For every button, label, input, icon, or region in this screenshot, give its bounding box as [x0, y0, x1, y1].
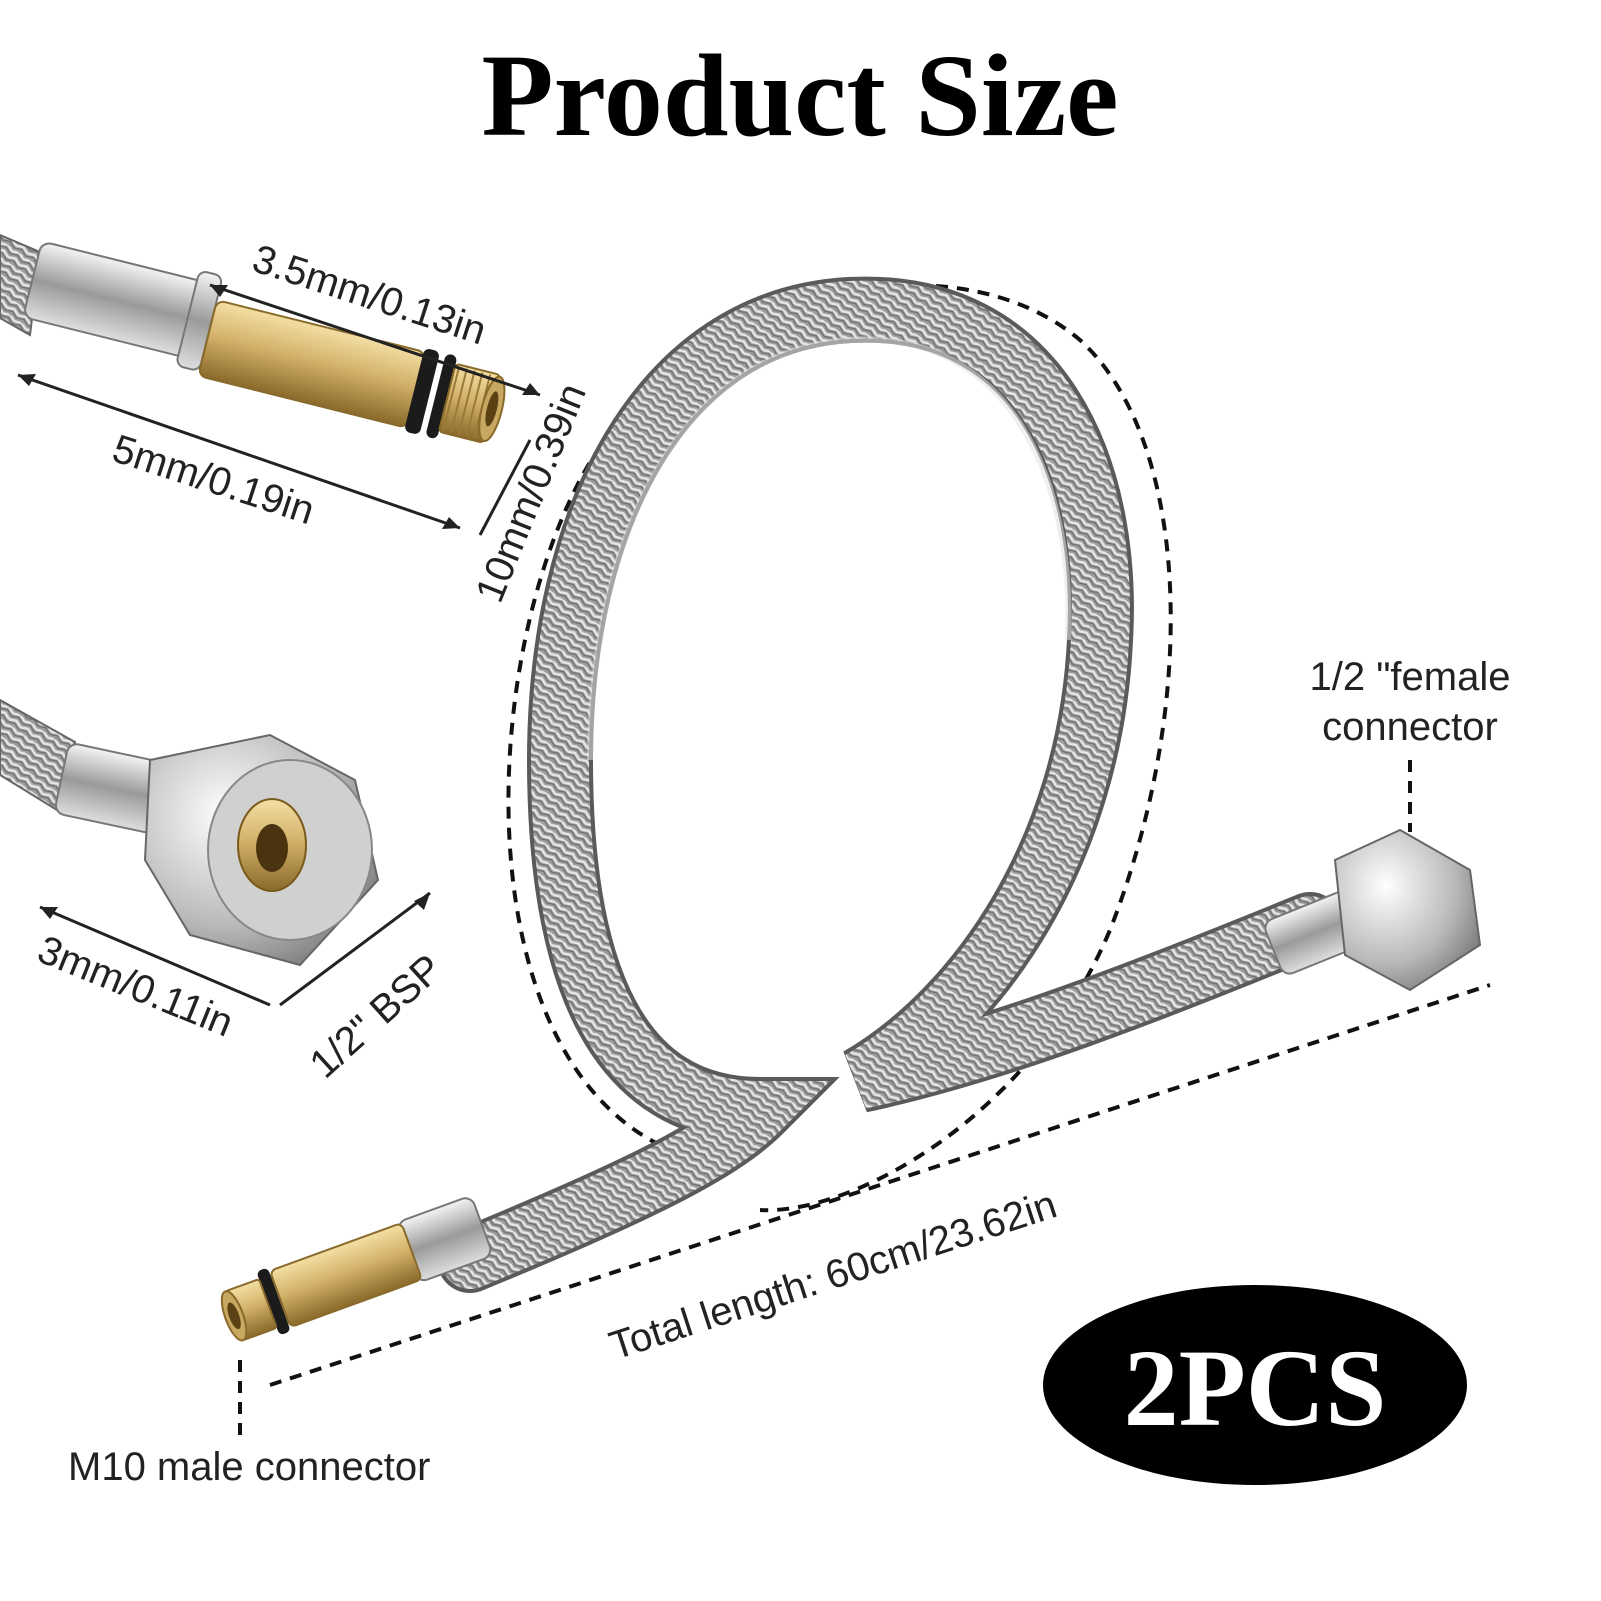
female-connector-closeup: 3mm/0.11in 1/2" BSP: [0, 698, 451, 1087]
dimension-line-thread: [279, 891, 431, 1007]
page-title: Product Size: [482, 30, 1119, 161]
arrow-head: [18, 374, 36, 386]
arrow-head: [414, 893, 430, 910]
dimension-line-depth: [39, 905, 271, 1007]
total-length-label: Total length: 60cm/23.62in: [604, 1182, 1062, 1368]
female-connector-label-line2: connector: [1322, 705, 1498, 749]
main-hex-nut: [1333, 828, 1482, 992]
quantity-badge: 2PCS: [1043, 1285, 1467, 1485]
arrow-head: [442, 517, 460, 529]
arrow-head: [40, 907, 58, 919]
main-male-connector: [220, 1197, 492, 1342]
hose-highlight: [587, 336, 1072, 761]
arrow-head: [210, 285, 228, 297]
female-connector-label-line1: 1/2 "female: [1310, 655, 1511, 699]
male-connector-closeup: 3.5mm/0.13in 5mm/0.19in 10mm/0.39in: [0, 233, 595, 608]
badge-label: 2PCS: [1124, 1327, 1387, 1449]
braided-hose: [437, 276, 1343, 1293]
male-connector-label: M10 male connector: [68, 1445, 430, 1489]
male-crimp-sleeve: [24, 242, 223, 371]
callout-male-connector: M10 male connector: [68, 1360, 430, 1489]
dimension-line-diameter: [478, 439, 532, 536]
hose-loop: [441, 280, 1339, 1289]
dimension-line-total: [17, 373, 461, 530]
dimension-line-thread: [209, 283, 541, 397]
male-brass-body: [198, 300, 506, 443]
callout-female-connector: 1/2 "female connector: [1310, 655, 1511, 832]
total-length-line: [269, 983, 1491, 1387]
dimension-thread-size: 1/2" BSP: [302, 946, 451, 1086]
arrow-head: [522, 383, 540, 395]
badge-background: [1043, 1285, 1467, 1485]
hose-loop-shadow: [437, 276, 1343, 1293]
main-female-connector: [1264, 828, 1482, 992]
dimension-depth: 3mm/0.11in: [32, 928, 239, 1046]
